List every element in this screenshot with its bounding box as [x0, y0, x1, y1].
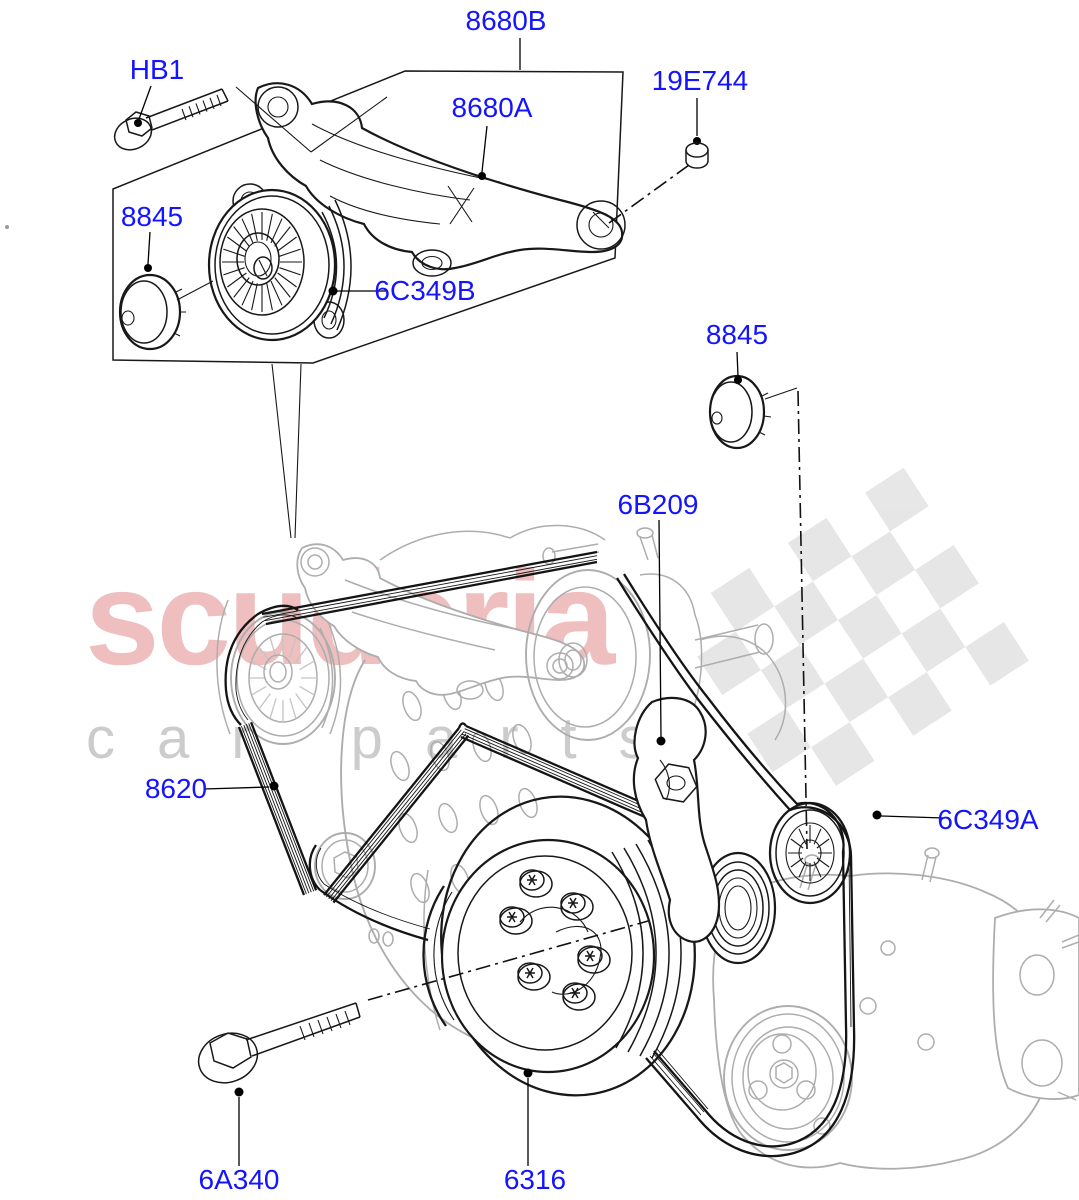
exploded-view — [112, 70, 709, 539]
label-8845-right: 8845 — [706, 319, 768, 350]
label-6316: 6316 — [504, 1164, 566, 1195]
crank-pulley-bolts — [499, 869, 611, 1011]
main-cap — [708, 374, 808, 850]
crank-bolt — [197, 920, 649, 1084]
exploded-cap — [118, 273, 214, 351]
label-19e744: 19E744 — [652, 65, 749, 96]
label-8845-top: 8845 — [121, 201, 183, 232]
label-6a340: 6A340 — [199, 1164, 280, 1195]
watermark-tagline-text: car parts — [86, 706, 690, 771]
belt-primary — [224, 550, 651, 904]
label-6c349a: 6C349A — [937, 804, 1039, 835]
label-6b209: 6B209 — [618, 489, 699, 520]
label-8680a: 8680A — [452, 92, 533, 123]
engine-context — [216, 524, 1079, 1170]
label-8620: 8620 — [145, 773, 207, 804]
bolt-axis-line — [367, 920, 649, 1001]
belt-secondary — [616, 573, 856, 1158]
cap-axis-line — [797, 390, 808, 850]
stray-mark — [5, 225, 9, 229]
crank-pulley — [422, 795, 696, 1097]
ac-compressor — [712, 847, 1079, 1170]
label-8680b: 8680B — [466, 5, 547, 36]
leader-lines — [134, 38, 945, 1166]
checkered-flag-watermark — [697, 467, 1029, 786]
exploded-view-boundary — [112, 70, 624, 364]
tensioner-arm — [632, 696, 721, 943]
hb1-bolt — [113, 86, 388, 153]
label-6c349b: 6C349B — [374, 275, 475, 306]
exploded-plug — [608, 137, 709, 224]
label-hb1: HB1 — [130, 54, 184, 85]
installed-bracket — [296, 543, 586, 700]
water-pump-body — [636, 527, 787, 753]
belt-primary-left-run — [237, 721, 431, 942]
part-labels: HB1 8680B 8680A 19E744 8845 6C349B 8845 … — [121, 5, 1039, 1195]
exploded-idler-pulley — [207, 188, 352, 342]
